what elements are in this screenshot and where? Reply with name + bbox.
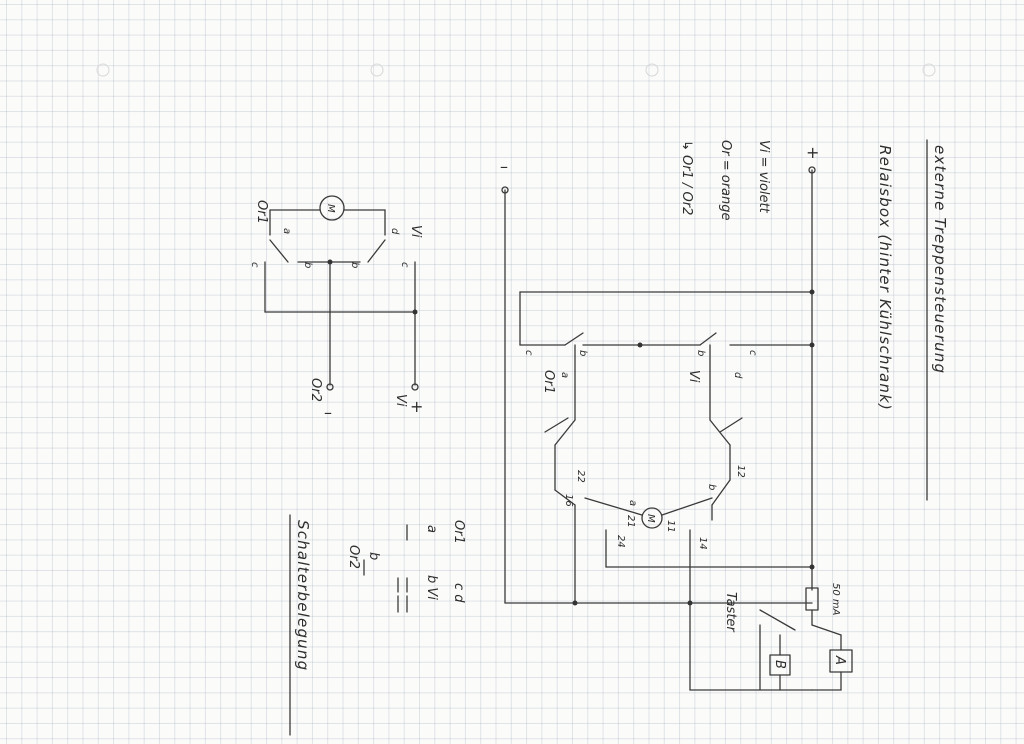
legend-violet: Vi = violett: [756, 140, 771, 214]
load-b-label: B: [772, 660, 787, 669]
switch-left-label: Or1: [541, 370, 556, 394]
pin-a: a: [627, 500, 638, 506]
contact-left-b: b: [577, 350, 588, 356]
contact-right-b: b: [695, 350, 706, 356]
pin-left-24: 24: [615, 535, 626, 548]
terminal-minus: –: [500, 157, 508, 176]
pin-right-12: 12: [735, 465, 746, 478]
main-schematic: [501, 166, 853, 691]
fuse-label: 50 mA: [830, 583, 841, 616]
main-title: externe Treppensteuerung: [931, 145, 949, 374]
motor-label: M: [645, 514, 656, 523]
sub-title: Relaisbox (hinter Kühlschrank): [876, 145, 894, 411]
pinout-title: Schalterbelegung: [294, 520, 312, 671]
small-terminal-plus: +: [410, 397, 423, 416]
pin-right-11: 11: [665, 520, 676, 533]
pinout-row-2-b: b Vi: [424, 575, 439, 600]
small-right-label: Vi: [408, 225, 423, 238]
small-left-label: Or1: [254, 200, 269, 224]
button-label: Taster: [723, 592, 738, 633]
pinout-row-4-a: Or2: [346, 545, 361, 569]
load-a-label: A: [832, 655, 847, 665]
switch-right-label: Vi: [686, 370, 701, 383]
contact-right-c: c: [747, 350, 758, 356]
small-schematic: [264, 195, 419, 391]
contact-right-d: d: [732, 372, 743, 379]
pin-right-14: 14: [697, 537, 708, 550]
pin-left-22: 22: [575, 470, 586, 483]
pin-b: b: [706, 484, 717, 490]
contact-left-c: c: [523, 350, 534, 356]
small-terminal-or2: Or2: [308, 378, 323, 402]
pinout-row-1-b: c d: [451, 583, 466, 603]
small-contact-d: d: [389, 228, 400, 235]
small-motor-label: M: [325, 204, 336, 213]
legend-split: ↳ Or1 / Or2: [679, 140, 694, 215]
pinout-row-2-a: a: [424, 525, 439, 533]
small-contact-b-right: b: [349, 262, 360, 268]
contact-left-a: a: [559, 372, 570, 378]
legend-orange: Or = orange: [718, 140, 733, 221]
punch-holes: [96, 63, 936, 77]
small-terminal-minus: –: [324, 403, 332, 422]
small-contact-c-right: c: [399, 262, 410, 268]
pinout-row-3-a: b: [366, 552, 381, 560]
pin-left-21: 21: [625, 515, 636, 528]
terminal-plus: +: [806, 143, 819, 162]
small-terminal-vi: Vi: [393, 394, 408, 407]
small-contact-b-left: b: [302, 262, 313, 268]
pinout-row-1-a: Or1: [451, 520, 466, 544]
small-contact-c-left: c: [249, 262, 260, 268]
small-contact-a: a: [281, 228, 292, 234]
pin-left-16: 16: [563, 494, 574, 507]
